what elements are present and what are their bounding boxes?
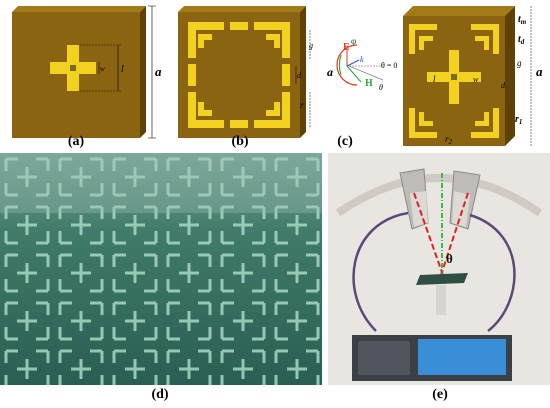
pcb-unit-cells	[0, 153, 322, 385]
dim-tm-text: tm	[518, 14, 527, 26]
panel-c: E H φ k θ = 0 θ a	[325, 0, 550, 150]
dim-td-text: td	[518, 34, 525, 46]
theta-zero-text: θ = 0	[381, 61, 397, 70]
dim-l-text: l	[121, 64, 124, 75]
panel-c-diagram: E H φ k θ = 0 θ a	[327, 6, 543, 146]
dim-g-c-text: g	[517, 58, 522, 68]
dim-a-text: a	[155, 64, 162, 79]
patch-center	[70, 65, 76, 71]
cable-left	[352, 211, 409, 332]
panel-e-photo: θ	[328, 153, 550, 385]
h-field-text: H	[365, 78, 373, 89]
panel-b: g d r (b)	[170, 0, 325, 150]
panel-e-label: (e)	[432, 387, 448, 402]
panel-a-diagram: l w a	[12, 5, 162, 139]
substrate-face	[178, 12, 300, 138]
panel-d: (d)	[0, 153, 322, 408]
substrate-side-edge	[300, 6, 306, 138]
panel-b-diagram: g d r	[178, 6, 313, 138]
panel-d-label: (d)	[151, 387, 169, 402]
dim-r1-text: r1	[515, 114, 522, 126]
panel-a: l w a (a)	[0, 0, 170, 150]
vna-screen	[418, 339, 506, 375]
dim-r2-text: r2	[445, 134, 453, 146]
dim-w-text: w	[100, 65, 105, 73]
split-rings	[188, 22, 290, 128]
panel-e: θ (e)	[328, 153, 550, 408]
dim-a-left-text: a	[327, 65, 333, 79]
k-text: k	[360, 55, 364, 64]
measurement-arch	[335, 174, 543, 217]
theta-label: θ	[446, 251, 453, 266]
panel-d-photo	[0, 153, 322, 385]
horn-antenna-right	[449, 170, 481, 230]
sample-board	[416, 273, 468, 285]
incident-beam	[413, 192, 445, 279]
incidence-sketch: E H φ k θ = 0 θ a	[327, 36, 397, 92]
metasurface-block	[403, 6, 515, 146]
phi-text: φ	[351, 36, 356, 46]
dim-g-text: g	[309, 41, 313, 50]
substrate-top-edge	[178, 6, 306, 12]
panel-b-label: (b)	[231, 134, 249, 149]
dim-l-c-text: l	[433, 74, 436, 84]
cable-right	[469, 213, 516, 332]
dim-w-c-text: w	[473, 75, 479, 84]
panel-c-label: (c)	[337, 134, 353, 149]
theta-text: θ	[379, 83, 383, 92]
dim-r-text: r	[300, 100, 304, 110]
substrate-top-edge	[12, 6, 146, 12]
reflected-beam	[439, 192, 469, 279]
dim-a-right-text: a	[536, 64, 543, 79]
substrate-side-edge	[140, 6, 146, 138]
e-field-text: E	[343, 42, 350, 53]
dim-d-text: d	[297, 71, 302, 80]
panel-a-label: (a)	[67, 134, 85, 149]
dim-d-c-text: d	[501, 81, 506, 90]
